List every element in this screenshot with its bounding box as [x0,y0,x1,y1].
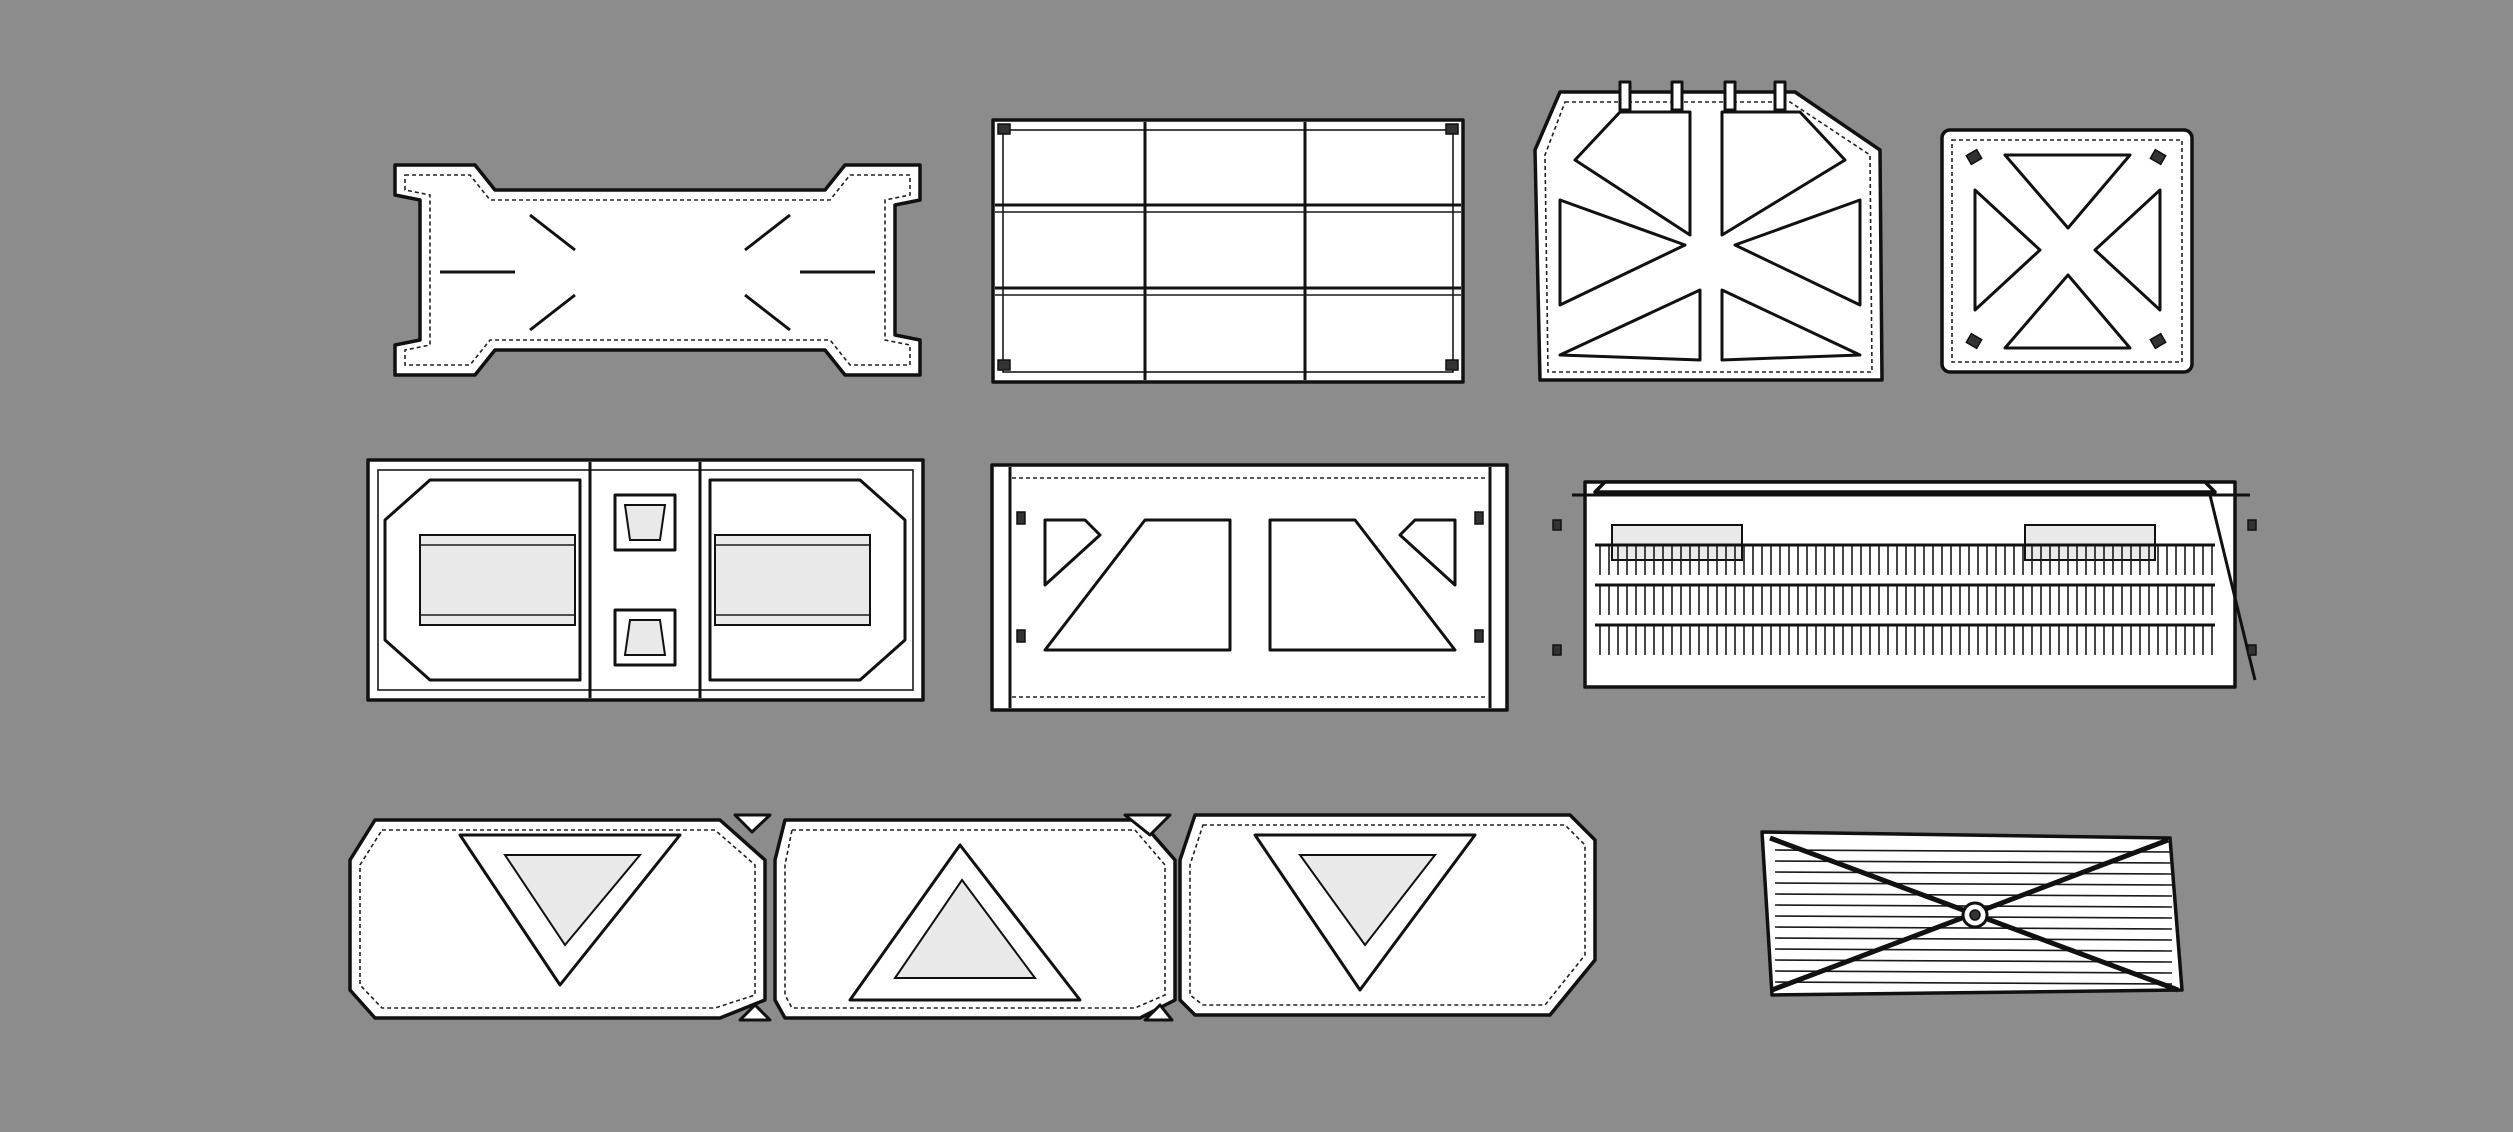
bracket-plate-panel [393,163,922,377]
vent-slats [1595,543,2215,655]
grate-slat [1774,981,2173,985]
grate-slat [1774,970,2173,974]
grate-slat [1774,871,2173,875]
small-x-panel [1940,128,2194,374]
grate-slat [1774,849,2173,853]
grate-slats [1774,849,2173,985]
vent-grate-panel [1552,480,2257,689]
grate-slat [1774,882,2173,886]
bolt-tabs [1618,80,1787,112]
grid-wall-panel [991,118,1465,384]
trapezoid-cutout-panel [990,463,1509,712]
triangle-strip-panel [348,813,1597,1022]
grate-slat [1774,937,2173,941]
bolted-x-panel [1533,80,1884,382]
cross-braced-grate [1760,830,2184,997]
grate-slat [1774,948,2173,952]
grate-slat [1774,893,2173,897]
octagon-twin-panel [366,458,925,702]
